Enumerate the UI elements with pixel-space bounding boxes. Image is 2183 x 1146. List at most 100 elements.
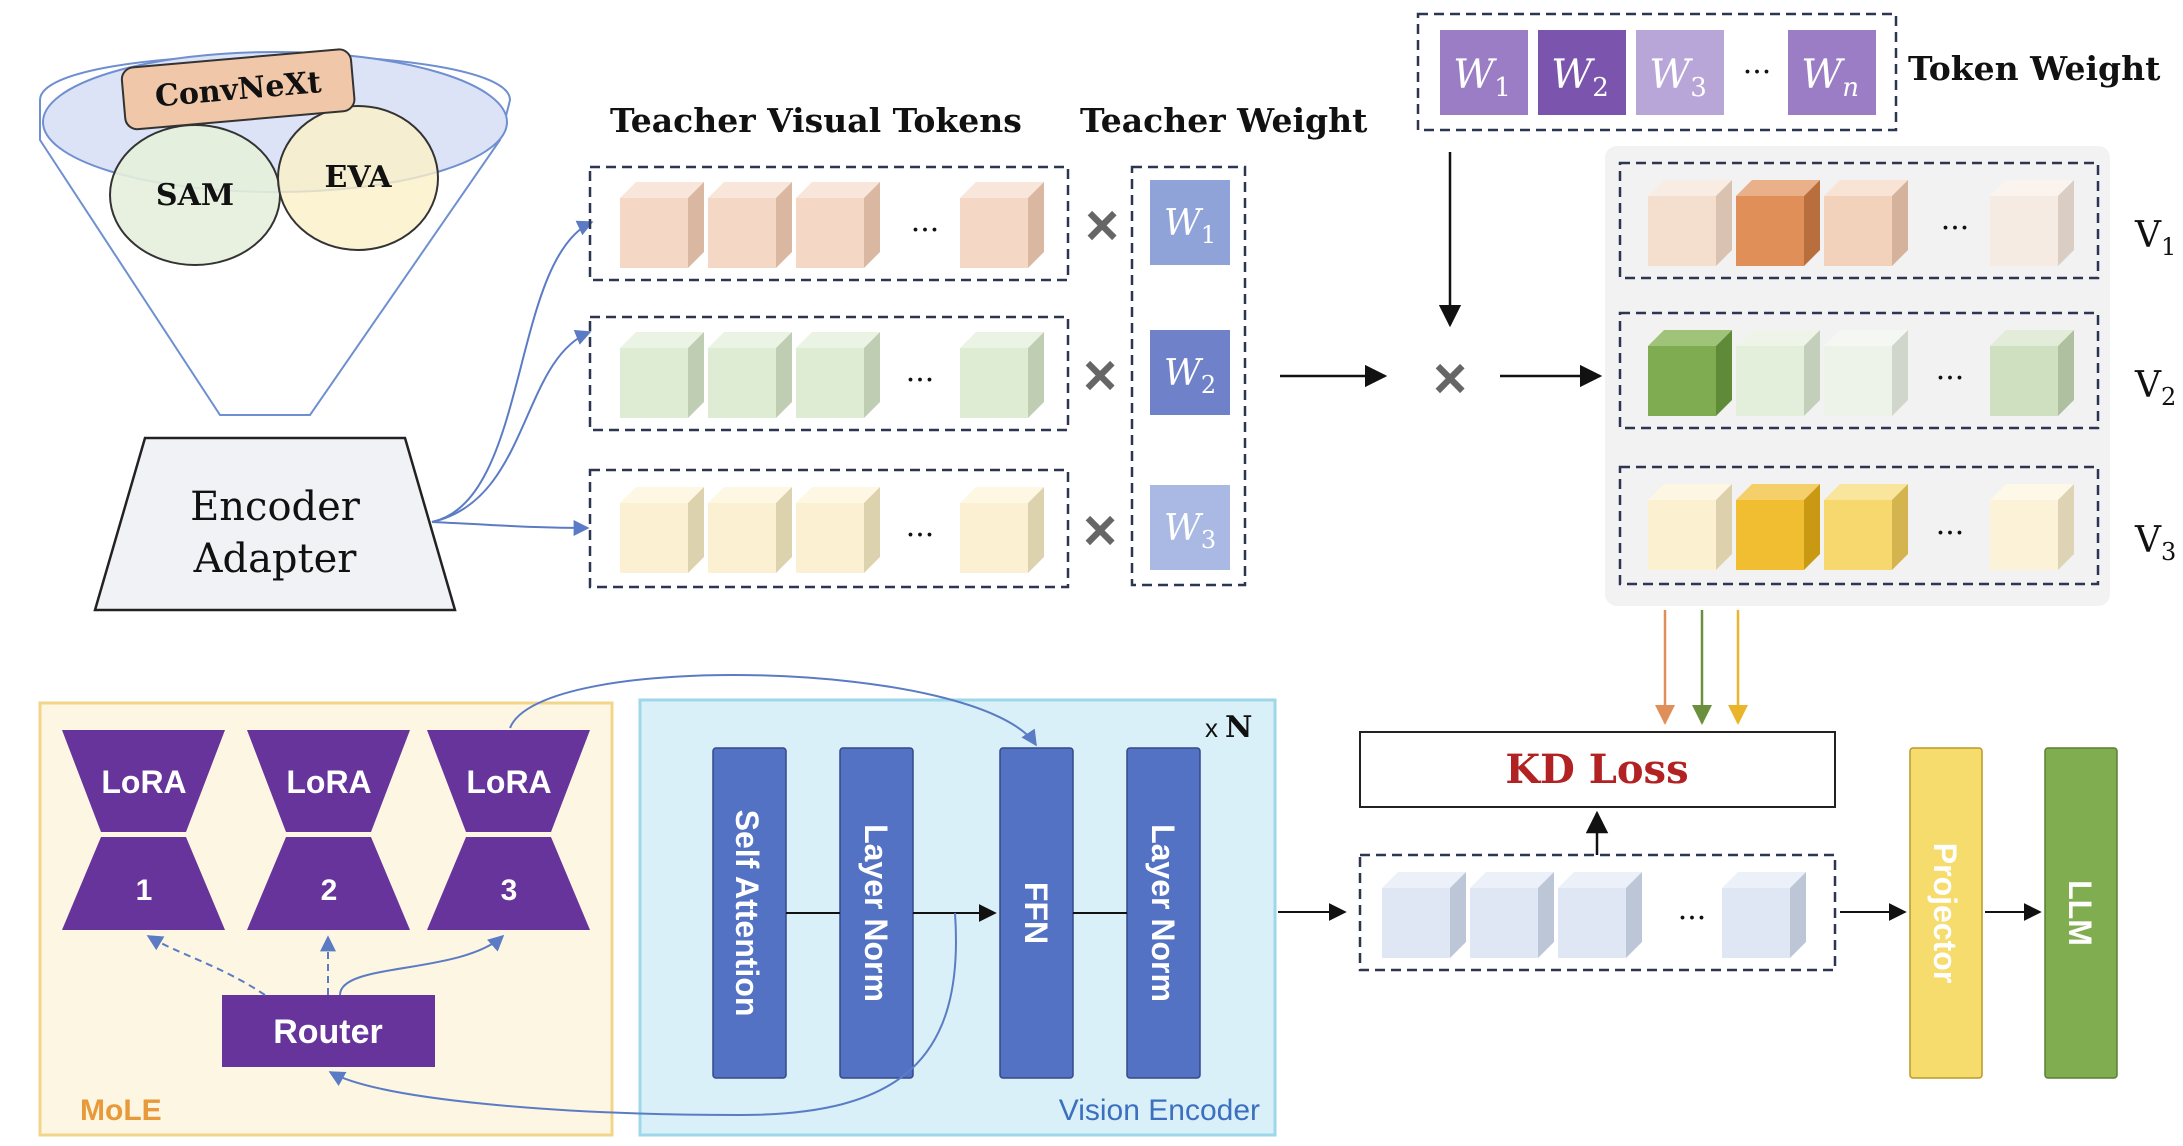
token-weight-3-label: W3 — [1649, 52, 1707, 103]
lora-3-top — [427, 730, 590, 832]
lora-3-index: 3 — [501, 874, 518, 907]
student-tokens: ··· — [1358, 853, 1837, 972]
llm-block — [2044, 747, 2118, 1079]
weighted-row-ellipsis-1: ··· — [1941, 211, 1970, 246]
encoder-adapter: Encoder Adapter — [93, 436, 457, 612]
mole-label: MoLE — [80, 1094, 162, 1127]
teacher-token-cube-r3-3 — [796, 487, 880, 573]
weighted-row-box-2 — [1618, 311, 2100, 430]
teacher-token-cube-r3-2 — [708, 487, 792, 573]
teacher-weight-2-label: W2 — [1164, 353, 1216, 399]
token-weight-2-base: W — [1551, 52, 1595, 98]
adapter-line-1: Encoder — [190, 484, 361, 530]
teacher-row-ellipsis-2: ··· — [906, 363, 935, 398]
teacher-weight-header: Teacher Weight — [1080, 101, 1368, 140]
v1-sub: 1 — [2161, 233, 2176, 261]
arrow-adapter-row3 — [431, 519, 590, 536]
teacher-weight-2-base: W — [1164, 353, 1204, 394]
router-to-lora-3 — [339, 934, 505, 996]
v3-sub: 3 — [2161, 538, 2176, 566]
teacher-token-cube-r3-4 — [960, 487, 1044, 573]
token-weight-n-label: Wn — [1801, 52, 1859, 103]
v2-label: V2 — [2134, 365, 2176, 411]
token-weight-n-cell — [1788, 30, 1876, 115]
student-row-box — [1358, 853, 1837, 972]
llm-label: LLM — [2062, 880, 2098, 946]
weighted-token-cube-r3-4 — [1990, 484, 2074, 570]
ffn-label: FFN — [1018, 882, 1054, 944]
token-weight-2-label: W2 — [1551, 52, 1609, 103]
lora-3-label: LoRA — [466, 764, 551, 800]
adapter-shape — [93, 436, 457, 612]
weighted-token-cube-r3-3 — [1824, 484, 1908, 570]
token-weight-1-sub: 1 — [1494, 73, 1511, 103]
lora-2-label: LoRA — [286, 764, 371, 800]
teacher-row-box-1 — [588, 165, 1070, 282]
teacher-weight-1-cell — [1150, 180, 1230, 265]
lora-expert-1: LoRA 1 — [62, 730, 225, 930]
repeat-prefix: x — [1205, 713, 1218, 743]
token-weight-3-cell — [1636, 30, 1724, 115]
token-weight-3-sub: 3 — [1690, 73, 1707, 103]
multiply-row-2: × — [1083, 343, 1117, 408]
lora-expert-3: LoRA 3 — [427, 730, 590, 930]
teacher-token-cube-r1-2 — [708, 182, 792, 268]
token-weight-1-label: W1 — [1453, 52, 1511, 103]
lora-3-bottom — [427, 837, 590, 930]
convnext-box — [120, 48, 356, 131]
weighted-token-cube-r3-2 — [1736, 484, 1820, 570]
weighted-row-box-1 — [1618, 161, 2100, 280]
mole-module: MoLE LoRA 1 LoRA 2 LoRA 3 Router — [38, 701, 614, 1137]
weighted-cubes — [1648, 180, 2074, 570]
teacher-weight-2-cell — [1150, 330, 1230, 415]
adapter-arrows — [431, 220, 594, 536]
weighted-token-cube-r1-3 — [1824, 180, 1908, 266]
lora-expert-2: LoRA 2 — [247, 730, 410, 930]
multiply-row-3: × — [1083, 498, 1117, 563]
v2-base: V — [2134, 365, 2162, 406]
student-token-cube-3 — [1558, 872, 1642, 958]
projector-label: Projector — [1927, 843, 1963, 983]
token-weight-1-cell — [1440, 30, 1528, 115]
arrow-lora3-to-ffn — [509, 673, 1037, 747]
teacher-row-ellipsis-1: ··· — [911, 213, 940, 248]
token-weight-n-base: W — [1801, 52, 1845, 98]
lora-1-index: 1 — [136, 874, 153, 907]
lora-1-top — [62, 730, 225, 832]
weighted-token-cube-r1-2 — [1736, 180, 1820, 266]
arrow-adapter-row2 — [431, 329, 592, 523]
weighted-token-cube-r3-1 — [1648, 484, 1732, 570]
self-attention-label: Self Attention — [729, 810, 765, 1017]
weighted-row-box-3 — [1618, 465, 2100, 586]
teacher-weight-1-sub: 1 — [1201, 221, 1216, 249]
v3-label: V3 — [2134, 520, 2176, 566]
teacher-token-cube-r1-4 — [960, 182, 1044, 268]
token-weight-2-sub: 2 — [1592, 73, 1609, 103]
teacher-token-cube-r2-4 — [960, 332, 1044, 418]
router-to-lora-1 — [146, 935, 266, 996]
teacher-weight-box — [1130, 165, 1247, 587]
student-cubes — [1382, 872, 1806, 958]
teacher-weight-3-cell — [1150, 485, 1230, 570]
projector-block — [1909, 747, 1983, 1079]
token-weight-row: W1 W2 W3 ··· Wn — [1416, 12, 1898, 132]
router-box — [222, 995, 435, 1067]
encoder-funnel: SAM EVA ConvNeXt — [39, 48, 512, 416]
teacher-row-box-2 — [588, 315, 1070, 432]
sam-label: SAM — [156, 178, 234, 213]
token-weight-header: Token Weight — [1908, 49, 2161, 88]
eva-label: EVA — [324, 160, 392, 195]
token-weight-box — [1416, 12, 1898, 132]
weighted-token-cube-r1-4 — [1990, 180, 2074, 266]
token-weight-ellipsis: ··· — [1743, 55, 1772, 90]
v2-sub: 2 — [2161, 383, 2176, 411]
weighted-row-ellipsis-3: ··· — [1936, 516, 1965, 551]
teacher-weight-1-base: W — [1164, 203, 1204, 244]
student-token-cube-4 — [1722, 872, 1806, 958]
multiply-center: × — [1433, 346, 1467, 411]
teacher-token-cube-r1-3 — [796, 182, 880, 268]
teacher-token-cube-r2-3 — [796, 332, 880, 418]
teacher-weight-3-sub: 3 — [1201, 526, 1216, 554]
teacher-cubes — [620, 182, 1044, 573]
arrow-norm-to-router — [328, 912, 957, 1117]
